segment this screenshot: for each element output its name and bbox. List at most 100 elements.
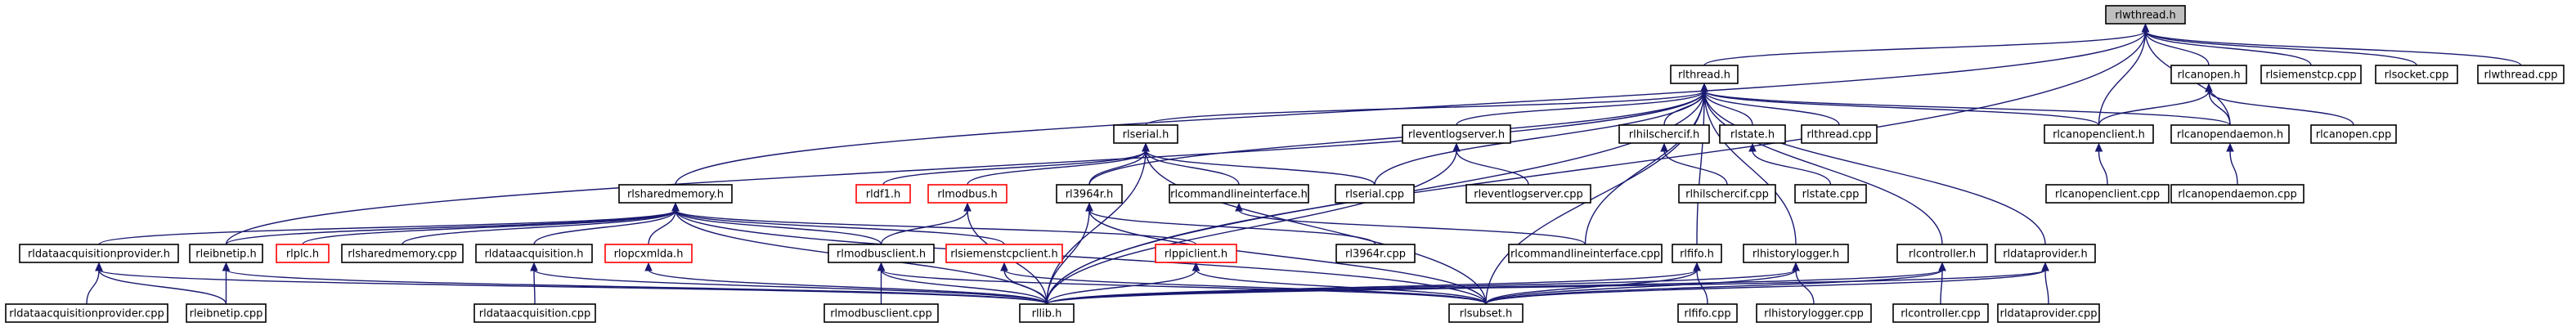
node-rldataacquisition-h[interactable]: rldataacquisition.h — [475, 244, 593, 263]
node-box — [604, 244, 693, 263]
node-box — [2310, 124, 2397, 144]
node-rlstate-h[interactable]: rlstate.h — [1719, 124, 1786, 144]
node-rl3964r-h[interactable]: rl3964r.h — [1056, 184, 1123, 204]
node-rlmodbus-h[interactable]: rlmodbus.h — [927, 184, 1008, 204]
node-label: rlmodbusclient.cpp — [830, 308, 932, 320]
node-label: rlstate.cpp — [1802, 189, 1860, 201]
node-box — [828, 244, 935, 263]
node-box — [1678, 184, 1776, 204]
edge-rllib-h-to-rleibnetip-h — [222, 262, 1048, 305]
edge-rleibnetip-cpp-to-rldataacquisitionprovider-h — [95, 262, 227, 305]
node-rlsiemenstcp-cpp[interactable]: rlsiemenstcp.cpp — [2260, 65, 2362, 84]
node-rlhistorylogger-h[interactable]: rlhistorylogger.h — [1743, 244, 1849, 263]
node-label: rlcontroller.h — [1909, 249, 1976, 261]
node-rlcanopen-cpp[interactable]: rlcanopen.cpp — [2310, 124, 2397, 144]
node-rlopcxmlda-h[interactable]: rlopcxmlda.h — [604, 244, 693, 263]
edge-rlcanopenclient-h-to-rlcanopen-h — [2098, 83, 2213, 126]
node-rlcommandlineinterface-h[interactable]: rlcommandlineinterface.h — [1169, 184, 1309, 204]
node-box — [2170, 65, 2247, 84]
node-label: rlopcxmlda.h — [614, 249, 684, 261]
node-label: rldf1.h — [866, 189, 900, 201]
node-rldataacquisitionprovider-cpp[interactable]: rldataacquisitionprovider.cpp — [5, 303, 168, 323]
node-box — [1465, 184, 1591, 204]
node-rleventlogserver-cpp[interactable]: rleventlogserver.cpp — [1465, 184, 1591, 204]
node-rlmodbusclient-cpp[interactable]: rlmodbusclient.cpp — [824, 303, 939, 323]
edge-rlsubset-h-to-rlhistorylogger-h — [1485, 262, 1800, 305]
node-rlcanopendaemon-h[interactable]: rlcanopendaemon.h — [2170, 124, 2290, 144]
node-rldataprovider-cpp[interactable]: rldataprovider.cpp — [1997, 303, 2100, 323]
node-label: rlppiclient.h — [1165, 249, 1227, 261]
node-rlfifo-cpp[interactable]: rlfifo.cpp — [1677, 303, 1738, 323]
node-label: rldataacquisitionprovider.cpp — [9, 308, 164, 320]
node-label: rlfifo.cpp — [1684, 308, 1730, 320]
node-rleibnetip-h[interactable]: rleibnetip.h — [189, 244, 263, 263]
node-label: rlmodbusclient.h — [837, 249, 926, 261]
node-rleventlogserver-h[interactable]: rleventlogserver.h — [1402, 124, 1511, 144]
edge-rlstate-cpp-to-rlstate-h — [1748, 142, 1832, 186]
node-box — [945, 244, 1063, 263]
edge-rlcommandlineinterface-cpp-to-rlthread-h — [1584, 83, 1708, 245]
node-rlcanopen-h[interactable]: rlcanopen.h — [2170, 65, 2247, 84]
node-box — [2170, 184, 2304, 204]
node-box — [2045, 184, 2170, 204]
node-label: rlsiemenstcp.cpp — [2265, 69, 2356, 82]
node-rlhistorylogger-cpp[interactable]: rlhistorylogger.cpp — [1756, 303, 1872, 323]
edge-rlhistorylogger-h-to-rlthread-h — [1700, 83, 1797, 245]
node-rlsharedmemory-cpp[interactable]: rlsharedmemory.cpp — [341, 244, 464, 263]
node-box — [1113, 124, 1178, 144]
node-rlplc-h[interactable]: rlplc.h — [276, 244, 330, 263]
node-rlppiclient-h[interactable]: rlppiclient.h — [1155, 244, 1237, 263]
node-rlhilschercif-h[interactable]: rlhilschercif.h — [1618, 124, 1710, 144]
node-box — [1743, 244, 1849, 263]
node-rldataacquisition-cpp[interactable]: rldataacquisition.cpp — [473, 303, 596, 323]
node-rlsharedmemory-h[interactable]: rlsharedmemory.h — [618, 184, 733, 204]
node-rlwthread-h[interactable]: rlwthread.h — [2105, 5, 2186, 25]
node-rlserial-cpp[interactable]: rlserial.cpp — [1335, 184, 1415, 204]
node-rlcanopendaemon-cpp[interactable]: rlcanopendaemon.cpp — [2170, 184, 2304, 204]
node-rlcontroller-cpp[interactable]: rlcontroller.cpp — [1892, 303, 1989, 323]
edge-rlsubset-h-to-rlmodbusclient-h — [877, 262, 1487, 305]
node-rlthread-h[interactable]: rlthread.h — [1670, 65, 1739, 84]
node-rlcommandlineinterface-cpp[interactable]: rlcommandlineinterface.cpp — [1508, 244, 1663, 263]
node-label: rlcanopenclient.cpp — [2055, 189, 2160, 201]
node-rlsubset-h[interactable]: rlsubset.h — [1448, 303, 1524, 323]
node-box — [927, 184, 1008, 204]
node-box — [1672, 244, 1722, 263]
node-label: rleibnetip.h — [195, 249, 256, 261]
node-rllib-h[interactable]: rllib.h — [1019, 303, 1075, 323]
node-rlfifo-h[interactable]: rlfifo.h — [1672, 244, 1722, 263]
node-rlhilschercif-cpp[interactable]: rlhilschercif.cpp — [1678, 184, 1776, 204]
edge-rllib-h-to-rlserial-h — [1046, 142, 1150, 305]
node-rlsocket-cpp[interactable]: rlsocket.cpp — [2375, 65, 2458, 84]
node-rleibnetip-cpp[interactable]: rleibnetip.cpp — [186, 303, 267, 323]
node-rlstate-cpp[interactable]: rlstate.cpp — [1794, 184, 1867, 204]
node-box — [473, 303, 596, 323]
node-box — [1335, 184, 1415, 204]
node-rlcanopenclient-cpp[interactable]: rlcanopenclient.cpp — [2045, 184, 2170, 204]
node-rlthread-cpp[interactable]: rlthread.cpp — [1801, 124, 1878, 144]
node-box — [475, 244, 593, 263]
node-rlwthread-cpp[interactable]: rlwthread.cpp — [2477, 65, 2565, 84]
node-label: rlcontroller.cpp — [1901, 308, 1981, 320]
node-label: rlserial.h — [1123, 129, 1169, 141]
node-label: rldataacquisition.cpp — [479, 308, 591, 320]
edge-rlsubset-h-to-rlsiemenstcpclient-h — [1000, 262, 1487, 305]
node-rlcontroller-h[interactable]: rlcontroller.h — [1896, 244, 1988, 263]
node-box — [2477, 65, 2565, 84]
node-rlsiemenstcpclient-h[interactable]: rlsiemenstcpclient.h — [945, 244, 1063, 263]
node-rlserial-h[interactable]: rlserial.h — [1113, 124, 1178, 144]
node-label: rlthread.h — [1678, 69, 1730, 82]
node-rlcanopenclient-h[interactable]: rlcanopenclient.h — [2044, 124, 2154, 144]
node-rldataacquisitionprovider-h[interactable]: rldataacquisitionprovider.h — [19, 244, 179, 263]
node-rlmodbusclient-h[interactable]: rlmodbusclient.h — [828, 244, 935, 263]
node-label: rlsubset.h — [1460, 308, 1512, 320]
edge-rl3964r-h-to-rlthread-h — [1088, 83, 1708, 186]
node-label: rldataacquisition.h — [484, 249, 583, 261]
node-box — [2170, 124, 2290, 144]
node-label: rlcanopen.cpp — [2316, 129, 2392, 141]
node-rldataprovider-h[interactable]: rldataprovider.h — [1995, 244, 2096, 263]
node-label: rlsiemenstcpclient.h — [950, 249, 1058, 261]
node-rldf1-h[interactable]: rldf1.h — [855, 184, 911, 204]
node-rl3964r-cpp[interactable]: rl3964r.cpp — [1335, 244, 1416, 263]
node-box — [1997, 303, 2100, 323]
